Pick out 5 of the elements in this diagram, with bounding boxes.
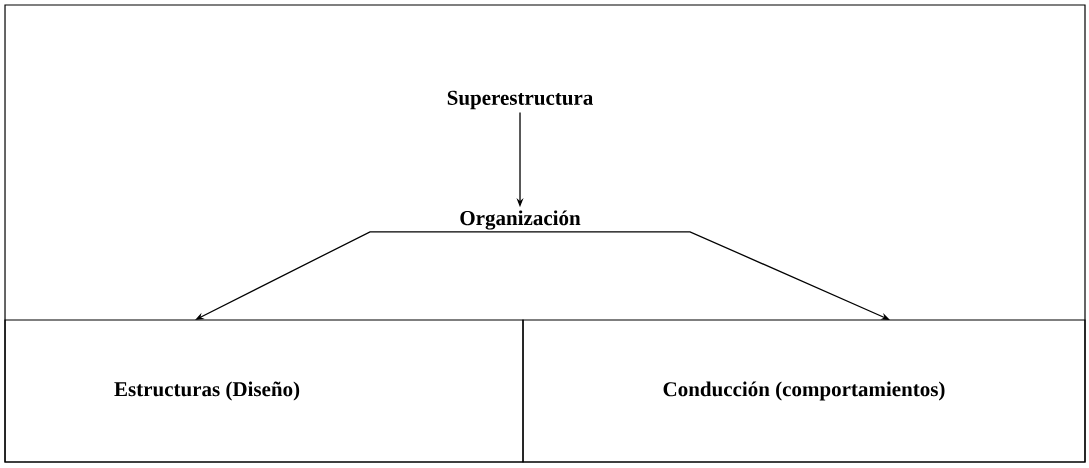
label-text: Superestructura	[447, 90, 593, 110]
table-cell: Estructuras (Diseño)	[4, 319, 524, 463]
label-text: Organización	[460, 210, 581, 230]
arrow	[195, 231, 521, 320]
table-cell: Conducción (comportamientos)	[522, 319, 1086, 463]
